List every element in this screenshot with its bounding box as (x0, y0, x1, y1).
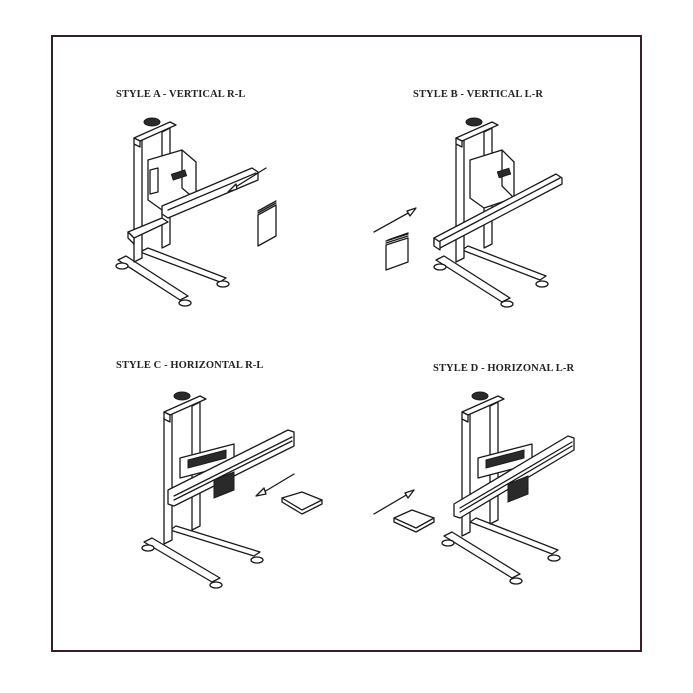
panel-style-b (362, 110, 592, 315)
label-style-a: STYLE A - VERTICAL R-L (116, 89, 246, 100)
machine-vertical-rl-drawing (115, 117, 277, 307)
machine-horizontal-lr-drawing (373, 391, 575, 585)
panel-style-c (130, 380, 350, 625)
machine-horizontal-rl-drawing (141, 391, 323, 589)
panel-style-d (362, 380, 602, 625)
machine-vertical-lr-drawing (373, 117, 563, 308)
label-style-b: STYLE B - VERTICAL L-R (413, 89, 544, 100)
panel-style-a (100, 110, 300, 315)
label-style-d: STYLE D - HORIZONAL L-R (433, 363, 575, 374)
label-style-c: STYLE C - HORIZONTAL R-L (116, 360, 264, 371)
